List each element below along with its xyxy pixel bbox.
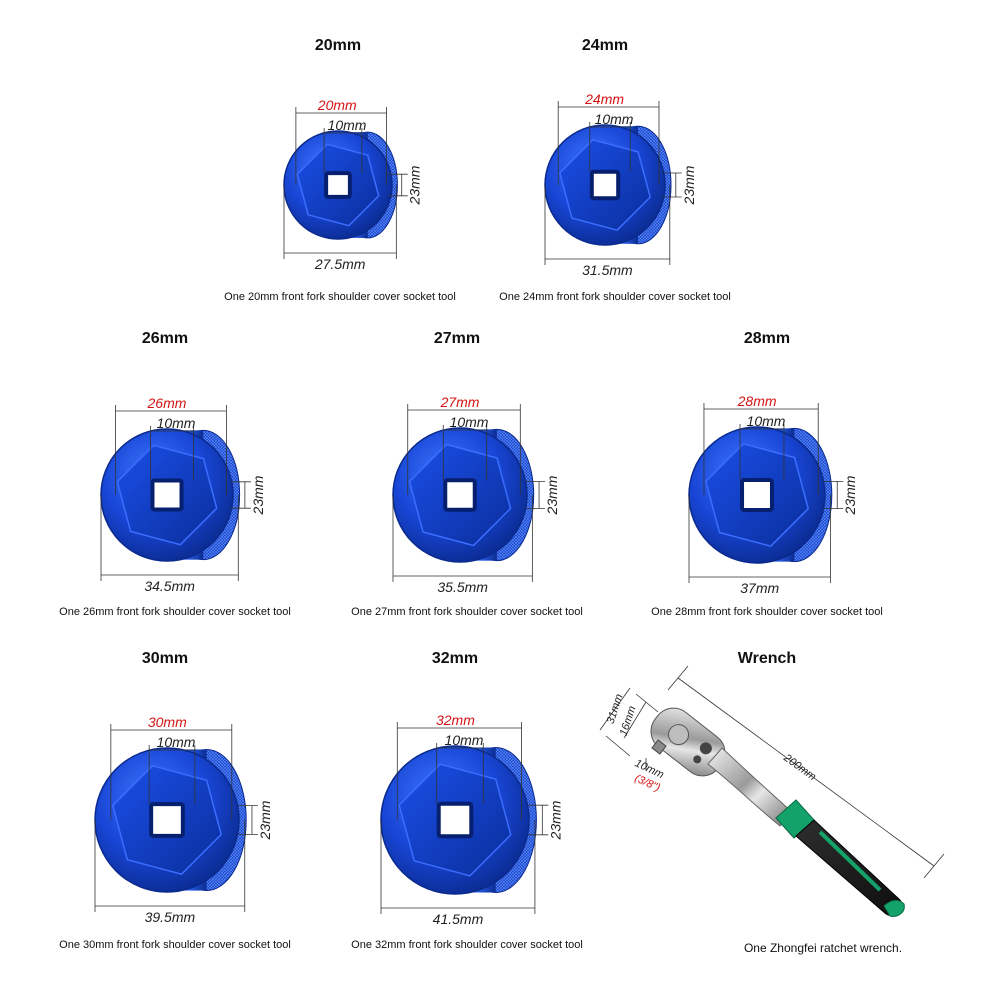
height-label: 23mm	[681, 165, 697, 205]
height-label: 23mm	[544, 475, 560, 515]
socket-title: 30mm	[142, 650, 188, 667]
drive-size-label: 10mm	[157, 415, 196, 431]
outer-size-label: 26mm	[147, 395, 187, 411]
drive-size-label: 10mm	[157, 734, 196, 750]
width-label: 35.5mm	[437, 579, 488, 595]
square-drive-hole-icon	[436, 801, 474, 839]
socket-title: 28mm	[744, 330, 790, 347]
socket-title: 27mm	[434, 330, 480, 347]
wrench-caption: One Zhongfei ratchet wrench.	[744, 941, 902, 955]
outer-size-label: 20mm	[317, 97, 357, 113]
drive-size-label: 10mm	[595, 111, 634, 127]
width-label: 27.5mm	[314, 256, 366, 272]
height-label: 23mm	[257, 800, 273, 840]
width-label: 41.5mm	[433, 911, 484, 927]
socket-title: 20mm	[315, 37, 361, 54]
outer-size-label: 24mm	[584, 91, 624, 107]
wrench-length-label: 200mm	[781, 751, 819, 783]
width-label: 37mm	[740, 580, 779, 596]
square-drive-hole-icon	[589, 169, 621, 201]
square-drive-hole-icon	[150, 478, 184, 512]
wrench-title: Wrench	[738, 650, 796, 667]
width-label: 31.5mm	[582, 262, 633, 278]
socket-title: 24mm	[582, 37, 628, 54]
height-label: 23mm	[407, 165, 423, 205]
square-drive-hole-icon	[443, 478, 477, 512]
drive-square-icon	[651, 739, 667, 755]
outer-size-label: 28mm	[737, 393, 777, 409]
height-label: 23mm	[547, 800, 563, 840]
socket-title: 32mm	[432, 650, 478, 667]
socket-caption: One 32mm front fork shoulder cover socke…	[351, 939, 583, 951]
square-drive-hole-icon	[149, 802, 185, 838]
ratchet-wrench: Wrench 200mm 31mm 16mm 10mm (3/8")	[599, 650, 945, 955]
width-label: 34.5mm	[144, 578, 195, 594]
square-drive-hole-icon	[324, 171, 352, 199]
drive-size-label: 10mm	[328, 117, 367, 133]
socket-caption: One 30mm front fork shoulder cover socke…	[59, 939, 291, 951]
socket-caption: One 28mm front fork shoulder cover socke…	[651, 606, 883, 618]
drive-size-label: 10mm	[445, 732, 484, 748]
drive-size-label: 10mm	[747, 413, 786, 429]
outer-size-label: 30mm	[148, 714, 187, 730]
socket-caption: One 20mm front fork shoulder cover socke…	[224, 291, 456, 303]
outer-size-label: 27mm	[440, 394, 480, 410]
outer-size-label: 32mm	[436, 712, 475, 728]
height-label: 23mm	[842, 475, 858, 515]
height-label: 23mm	[250, 475, 266, 515]
width-label: 39.5mm	[145, 909, 196, 925]
socket-caption: One 26mm front fork shoulder cover socke…	[59, 606, 291, 618]
socket-caption: One 27mm front fork shoulder cover socke…	[351, 606, 583, 618]
drive-size-label: 10mm	[450, 414, 489, 430]
socket-caption: One 24mm front fork shoulder cover socke…	[499, 291, 731, 303]
wrench-grip	[795, 819, 903, 916]
wrench-length-line	[677, 677, 935, 867]
socket-title: 26mm	[142, 330, 188, 347]
square-drive-hole-icon	[740, 478, 774, 512]
